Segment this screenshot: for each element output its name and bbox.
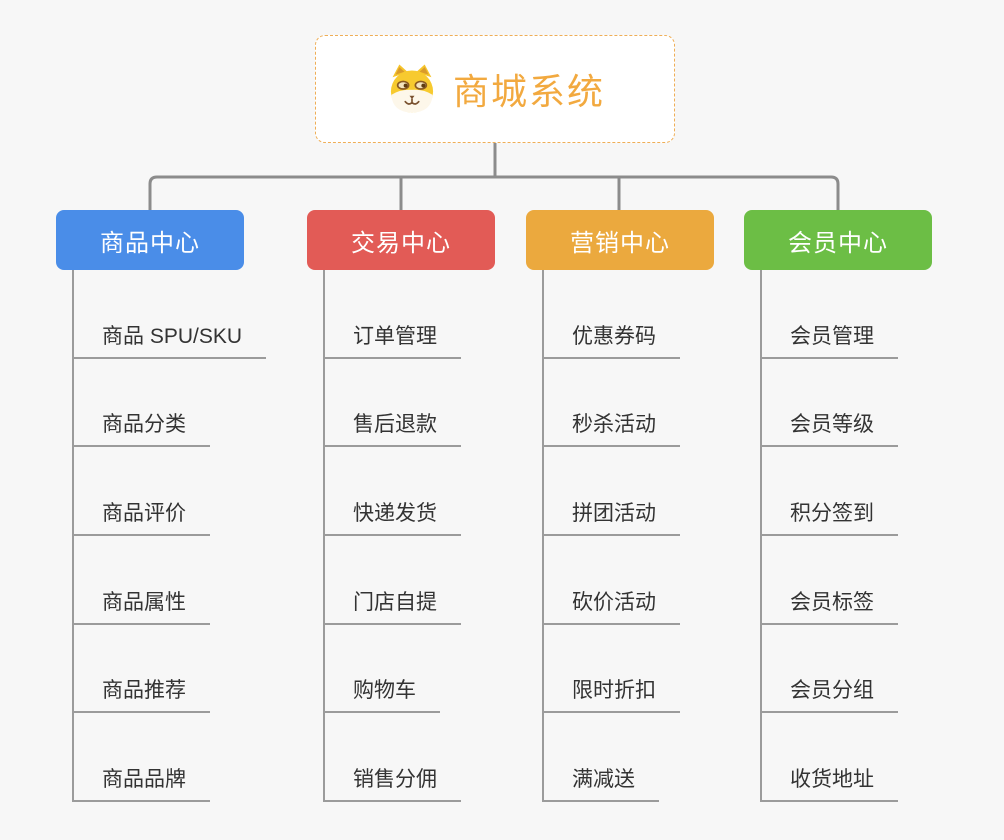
branch-head-marketing-center[interactable]: 营销中心 [526, 210, 714, 270]
branch-marketing-center: 营销中心 优惠券码 秒杀活动 拼团活动 砍价活动 限时折扣 满减送 [526, 210, 714, 803]
root-title: 商城系统 [452, 71, 605, 112]
topic-item[interactable]: 门店自提 [325, 586, 461, 625]
branch-items-marketing-center: 优惠券码 秒杀活动 拼团活动 砍价活动 限时折扣 满减送 [542, 270, 714, 803]
topic-item[interactable]: 快递发货 [325, 497, 461, 537]
topic-item[interactable]: 会员标签 [762, 586, 898, 625]
topic-item[interactable]: 商品 SPU/SKU [74, 320, 267, 359]
topic-item[interactable]: 商品评价 [74, 497, 210, 537]
topic-item[interactable]: 购物车 [325, 674, 440, 714]
branch-items-trade-center: 订单管理 售后退款 快递发货 门店自提 购物车 销售分佣 [323, 270, 495, 803]
topic-item[interactable]: 限时折扣 [544, 674, 680, 714]
branch-items-product-center: 商品 SPU/SKU 商品分类 商品评价 商品属性 商品推荐 商品品牌 [72, 270, 267, 803]
topic-item[interactable]: 会员等级 [762, 408, 898, 448]
topic-item[interactable]: 收货地址 [762, 763, 898, 803]
branch-head-trade-center[interactable]: 交易中心 [307, 210, 495, 270]
topic-item[interactable]: 商品推荐 [74, 674, 210, 714]
topic-item[interactable]: 销售分佣 [325, 763, 461, 803]
topic-item[interactable]: 商品品牌 [74, 763, 210, 803]
topic-item[interactable]: 商品分类 [74, 408, 210, 448]
topic-item[interactable]: 秒杀活动 [544, 408, 680, 448]
topic-item[interactable]: 会员分组 [762, 674, 898, 714]
topic-item[interactable]: 满减送 [544, 763, 659, 803]
topic-item[interactable]: 售后退款 [325, 408, 461, 448]
branch-head-product-center[interactable]: 商品中心 [56, 210, 244, 270]
topic-item[interactable]: 拼团活动 [544, 497, 680, 537]
topic-item[interactable]: 会员管理 [762, 320, 898, 359]
branch-items-member-center: 会员管理 会员等级 积分签到 会员标签 会员分组 收货地址 [760, 270, 932, 803]
branch-head-member-center[interactable]: 会员中心 [744, 210, 932, 270]
topic-item[interactable]: 积分签到 [762, 497, 898, 537]
root-node[interactable]: 商城系统 [315, 35, 675, 143]
topic-item[interactable]: 商品属性 [74, 586, 210, 625]
doge-icon [390, 64, 434, 113]
branch-product-center: 商品中心 商品 SPU/SKU 商品分类 商品评价 商品属性 商品推荐 商品品牌 [56, 210, 267, 803]
topic-item[interactable]: 砍价活动 [544, 586, 680, 625]
topic-item[interactable]: 订单管理 [325, 320, 461, 359]
branch-trade-center: 交易中心 订单管理 售后退款 快递发货 门店自提 购物车 销售分佣 [307, 210, 495, 803]
branch-member-center: 会员中心 会员管理 会员等级 积分签到 会员标签 会员分组 收货地址 [744, 210, 932, 803]
topic-item[interactable]: 优惠券码 [544, 320, 680, 359]
